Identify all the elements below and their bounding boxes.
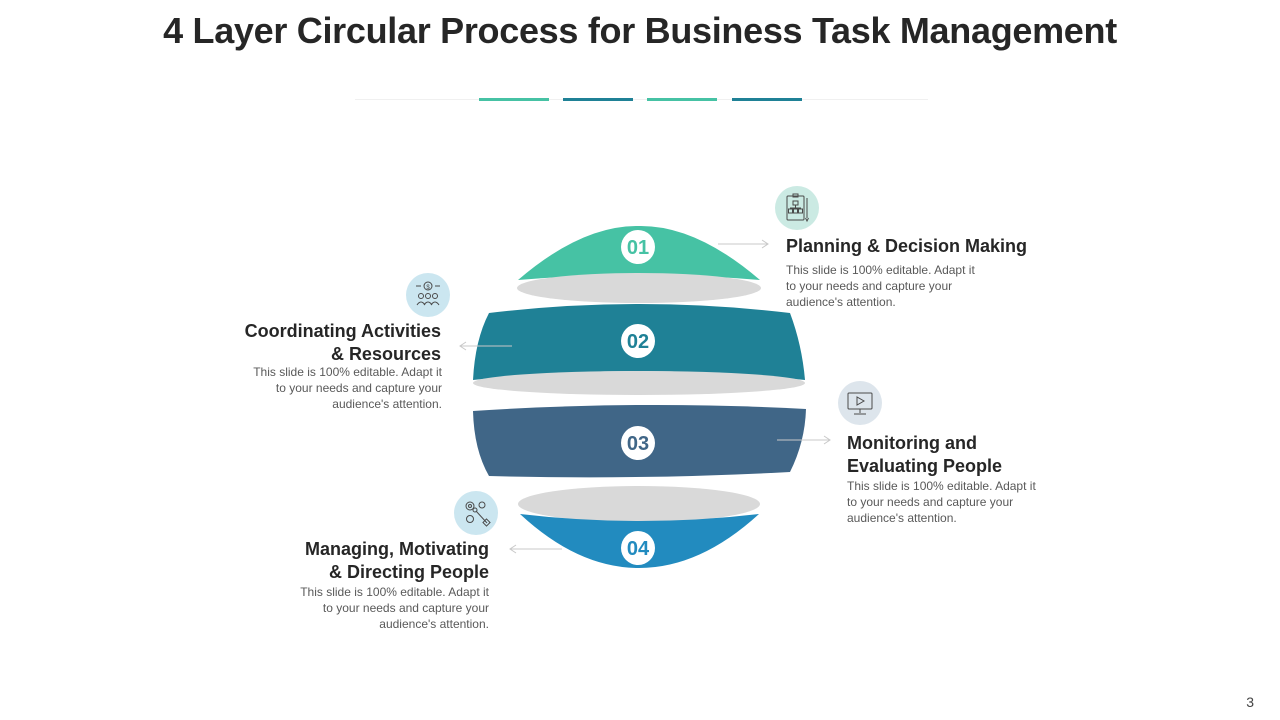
step-04-desc-line-1: This slide is 100% editable. Adapt it — [300, 585, 489, 599]
step-03-desc-line-2: to your needs and capture your — [847, 495, 1014, 509]
svg-text:04: 04 — [627, 538, 650, 560]
step-02-description: This slide is 100% editable. Adapt it to… — [253, 364, 442, 412]
accent-bar-2 — [563, 98, 633, 101]
accent-bar-3 — [647, 98, 717, 101]
step-03-description: This slide is 100% editable. Adapt it to… — [847, 478, 1036, 526]
arrow-step-01 — [718, 239, 769, 249]
monitor-play-icon — [838, 381, 882, 425]
step-01-desc-line-1: This slide is 100% editable. Adapt it — [786, 263, 975, 277]
accent-bar-1 — [479, 98, 549, 101]
svg-text:02: 02 — [627, 331, 649, 353]
step-03-title: Monitoring and Evaluating People — [847, 432, 1002, 478]
step-02-title-line-1: Coordinating Activities — [244, 321, 441, 341]
step-01-title: Planning & Decision Making — [786, 235, 1027, 258]
step-02-desc-line-3: audience's attention. — [332, 397, 442, 411]
page-number: 3 — [1246, 694, 1254, 710]
org-chart-clipboard-icon — [775, 186, 819, 230]
step-04-title: Managing, Motivating & Directing People — [305, 538, 489, 584]
step-01-desc-line-3: audience's attention. — [786, 295, 896, 309]
step-03-title-line-1: Monitoring and — [847, 433, 977, 453]
team-resources-icon: $ — [406, 273, 450, 317]
title-underline — [355, 99, 928, 100]
step-04-title-line-2: & Directing People — [328, 562, 489, 582]
step-02-title: Coordinating Activities & Resources — [245, 320, 441, 366]
step-02-desc-line-1: This slide is 100% editable. Adapt it — [253, 365, 442, 379]
step-04-desc-line-3: audience's attention. — [379, 617, 489, 631]
step-02-number: 02 — [621, 324, 655, 358]
arrow-step-03 — [777, 435, 831, 445]
svg-text:03: 03 — [627, 433, 649, 455]
step-03-number: 03 — [621, 426, 655, 460]
step-03-desc-line-1: This slide is 100% editable. Adapt it — [847, 479, 1036, 493]
arrow-step-04 — [509, 544, 562, 554]
step-02-title-line-2: & Resources — [330, 344, 441, 364]
accent-bar-4 — [732, 98, 802, 101]
svg-text:01: 01 — [627, 237, 649, 259]
step-04-desc-line-2: to your needs and capture your — [322, 601, 489, 615]
layer-03-disc — [518, 486, 760, 522]
step-04-number: 04 — [621, 531, 655, 565]
step-03-desc-line-3: audience's attention. — [847, 511, 957, 525]
step-04-title-line-1: Managing, Motivating — [305, 539, 489, 559]
svg-text:$: $ — [426, 285, 430, 291]
step-01-title-line-1: Planning & Decision Making — [786, 236, 1028, 256]
step-04-description: This slide is 100% editable. Adapt it to… — [300, 584, 489, 632]
layer-01-disc — [517, 273, 761, 303]
layer-02-disc — [473, 371, 805, 395]
gears-wrench-icon — [454, 491, 498, 535]
step-01-description: This slide is 100% editable. Adapt it to… — [786, 262, 975, 310]
slide-title: 4 Layer Circular Process for Business Ta… — [163, 10, 1117, 51]
arrow-step-02 — [459, 341, 512, 351]
step-01-desc-line-2: to your needs and capture your — [786, 279, 953, 293]
step-03-title-line-2: Evaluating People — [847, 456, 1003, 476]
step-02-desc-line-2: to your needs and capture your — [275, 381, 442, 395]
step-01-number: 01 — [621, 230, 655, 264]
